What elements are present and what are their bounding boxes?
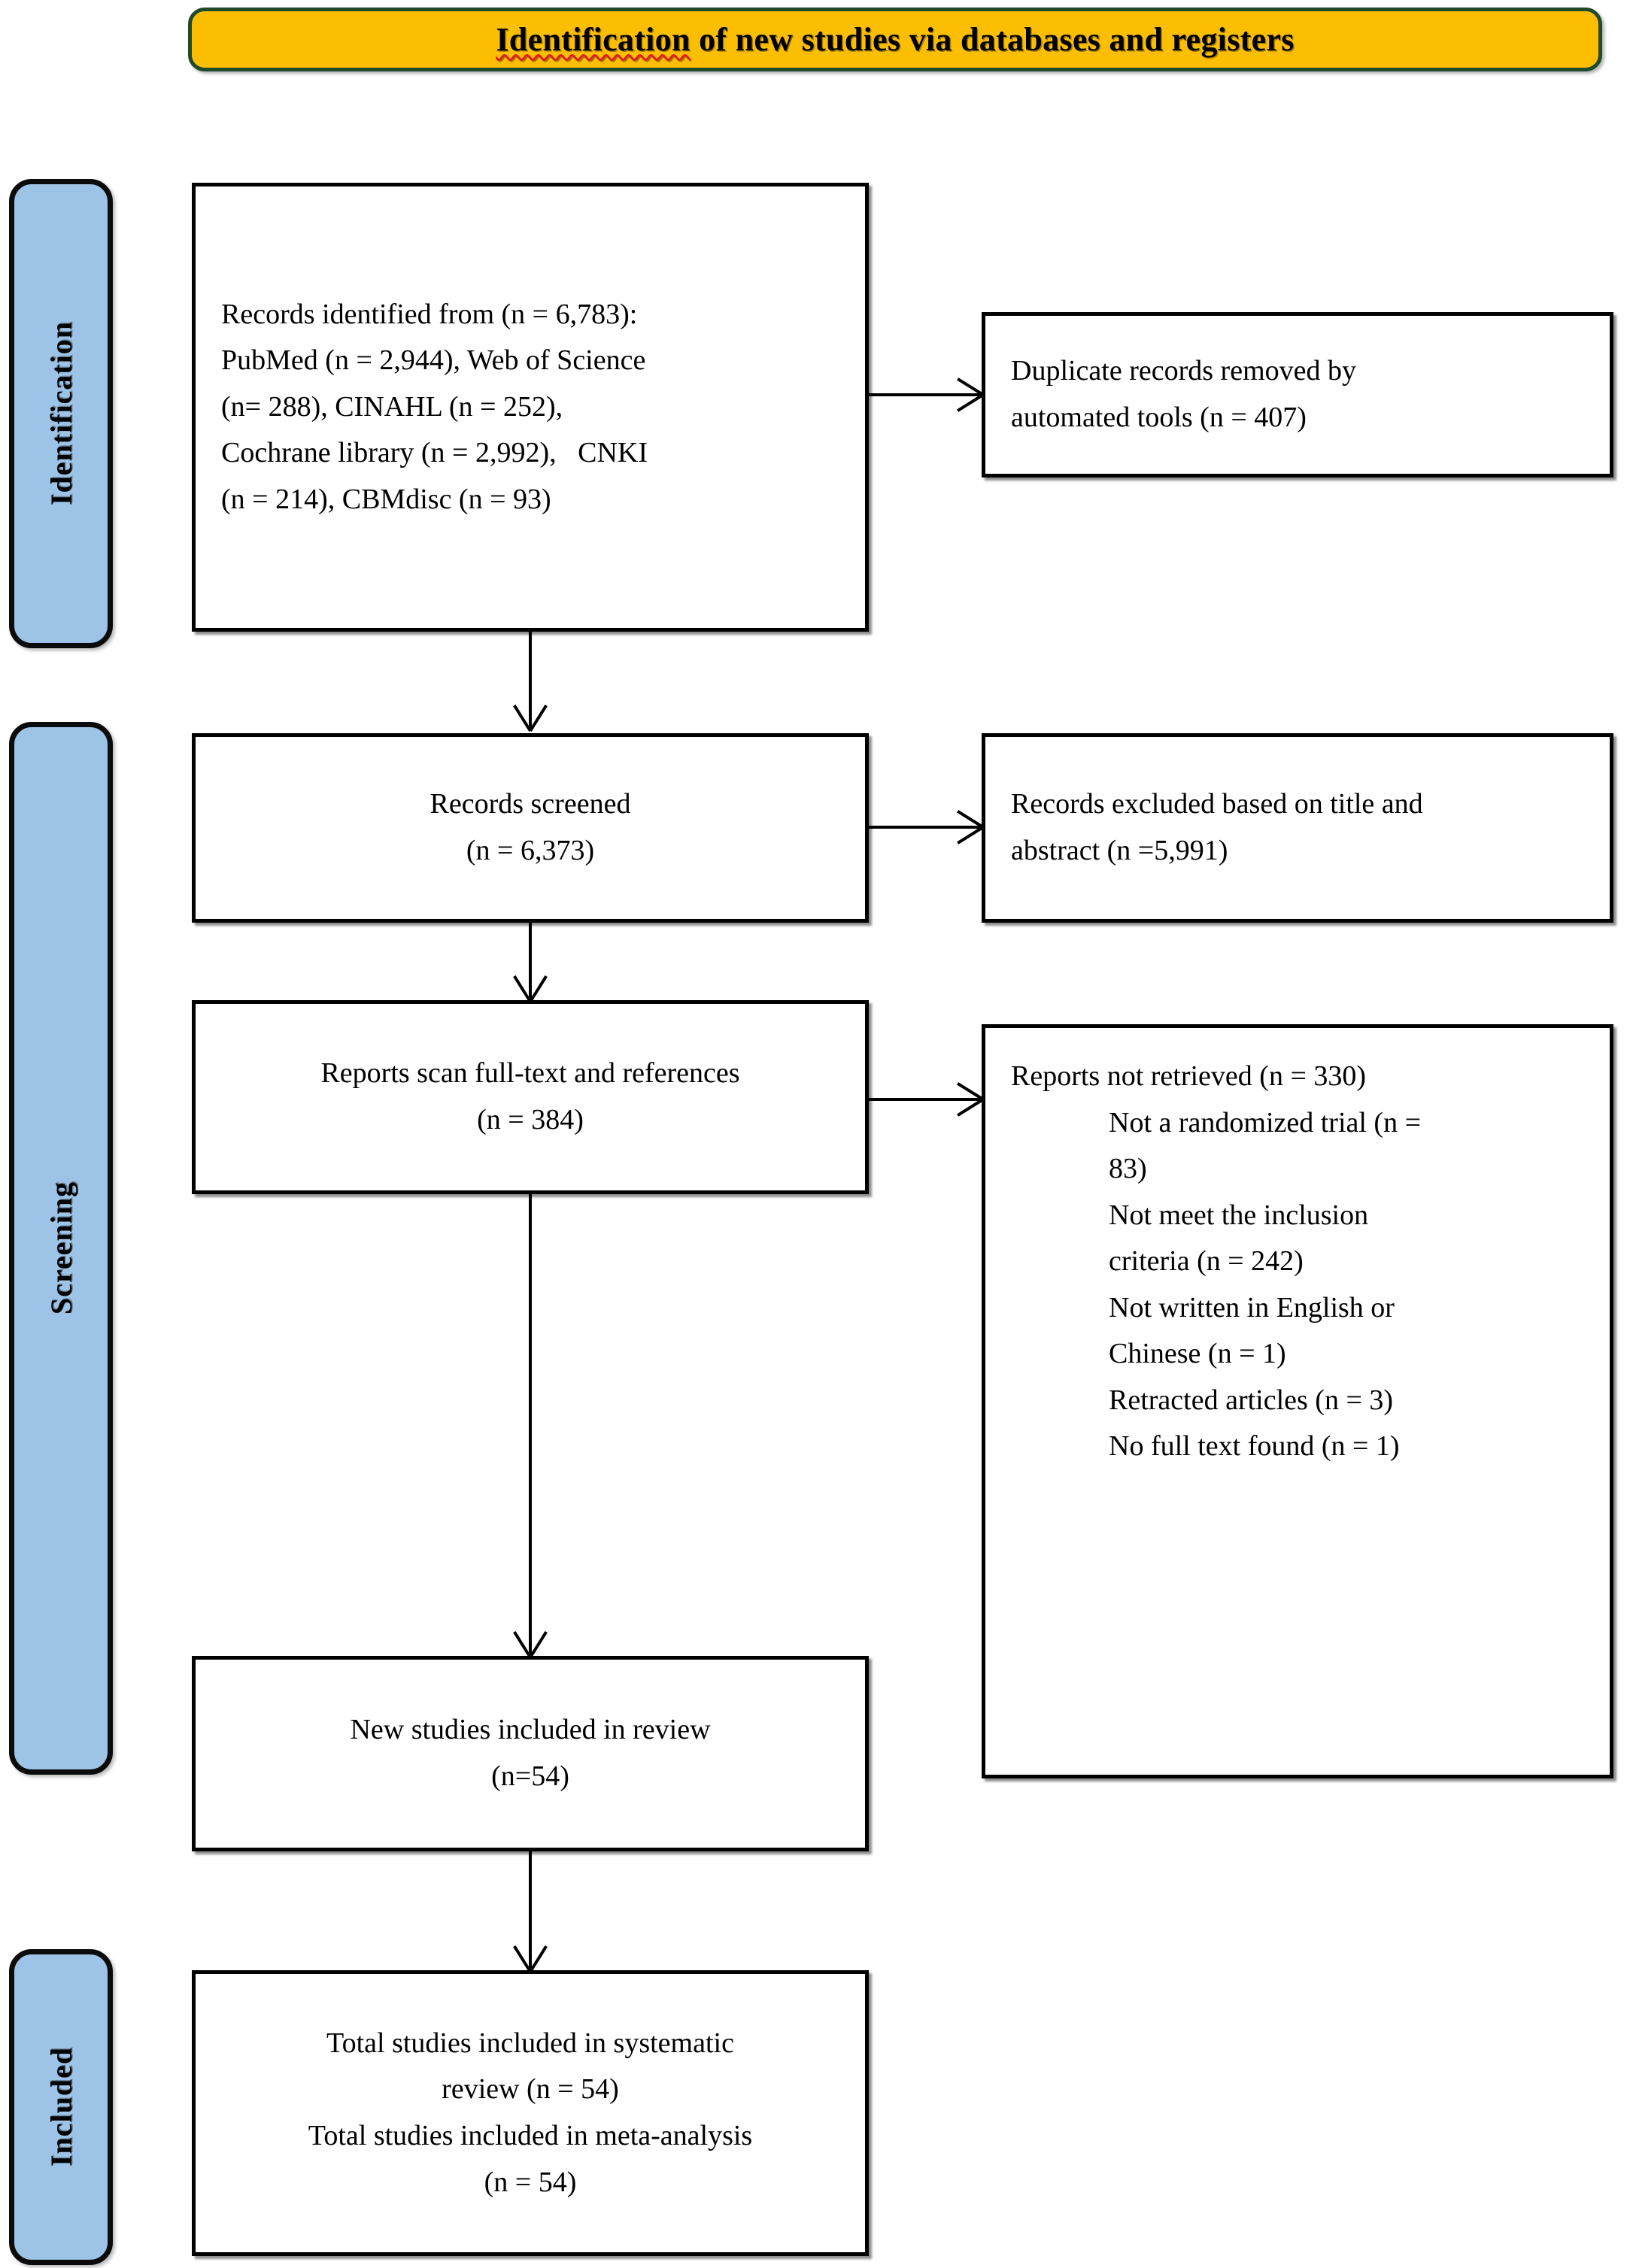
box-records-identified: Records identified from (n = 6,783): Pub… [192,183,869,632]
not-retrieved-reason-1-cont: 83) [1109,1153,1147,1185]
connector-screened-to-fulltext [529,923,532,1002]
not-retrieved-reason-2: Not meet the inclusion [1109,1199,1369,1231]
connector-new-studies-to-total [529,1851,532,1972]
records-identified-line-3: (n= 288), CINAHL (n = 252), [221,390,563,423]
total-line-4: (n = 54) [484,2166,577,2198]
diagram-title-rest: of new studies via databases and registe… [690,21,1295,58]
records-identified-line-1: Records identified from (n = 6,783): [221,298,638,330]
diagram-title-prefix: Identification [496,21,691,58]
phase-label-identification-text: Identification [44,321,78,506]
total-line-3: Total studies included in meta-analysis [308,2120,753,2151]
phase-label-identification: Identification [9,179,113,648]
box-reports-not-retrieved: Reports not retrieved (n = 330) Not a ra… [982,1024,1613,1778]
excluded-ta-line-1: Records excluded based on title and [1011,788,1423,820]
box-duplicate-records-removed: Duplicate records removed by automated t… [982,312,1613,478]
not-retrieved-heading: Reports not retrieved (n = 330) [1011,1060,1367,1092]
duplicates-line-1: Duplicate records removed by [1011,355,1356,387]
box-reports-fulltext-references: Reports scan full-text and references (n… [192,1000,869,1194]
not-retrieved-reason-3-cont: Chinese (n = 1) [1109,1338,1286,1370]
box-records-screened: Records screened (n = 6,373) [192,733,869,923]
excluded-ta-line-2: abstract (n =5,991) [1011,835,1228,866]
diagram-title-text: Identification of new studies via databa… [496,20,1294,59]
duplicates-line-2: automated tools (n = 407) [1011,402,1307,433]
box-total-studies-included: Total studies included in systematic rev… [192,1970,869,2256]
not-retrieved-reason-2-cont: criteria (n = 242) [1109,1245,1304,1278]
records-identified-line-4: Cochrane library (n = 2,992), CNKI [221,437,648,469]
connector-identified-to-duplicates [869,393,983,396]
records-screened-line-1: Records screened [430,788,631,820]
fulltext-line-2: (n = 384) [477,1104,584,1136]
diagram-title-banner: Identification of new studies via databa… [188,8,1602,71]
phase-label-included: Included [9,1949,113,2265]
phase-label-included-text: Included [44,2047,78,2167]
connector-screened-to-excluded [869,826,983,829]
box-new-studies-included: New studies included in review (n=54) [192,1656,869,1851]
connector-fulltext-to-new-studies [529,1194,532,1657]
phase-label-screening-text: Screening [44,1181,78,1315]
not-retrieved-reason-1: Not a randomized trial (n = [1109,1106,1422,1139]
connector-fulltext-to-not-retrieved [869,1098,983,1101]
fulltext-line-1: Reports scan full-text and references [320,1057,740,1090]
connector-identified-to-screened [529,632,532,731]
phase-label-screening: Screening [9,722,113,1775]
records-identified-line-2: PubMed (n = 2,944), Web of Science [221,344,646,377]
records-identified-line-5: (n = 214), CBMdisc (n = 93) [221,483,551,515]
new-studies-line-1: New studies included in review [350,1714,711,1746]
new-studies-line-2: (n=54) [491,1760,569,1792]
total-line-2: review (n = 54) [442,2073,619,2106]
total-line-1: Total studies included in systematic [326,2027,734,2059]
not-retrieved-reason-3: Not written in English or [1109,1291,1395,1324]
not-retrieved-reason-4: Retracted articles (n = 3) [1109,1384,1394,1416]
not-retrieved-reason-5: No full text found (n = 1) [1109,1430,1400,1463]
box-records-excluded-title-abstract: Records excluded based on title and abst… [982,733,1613,923]
records-screened-line-2: (n = 6,373) [466,835,595,866]
